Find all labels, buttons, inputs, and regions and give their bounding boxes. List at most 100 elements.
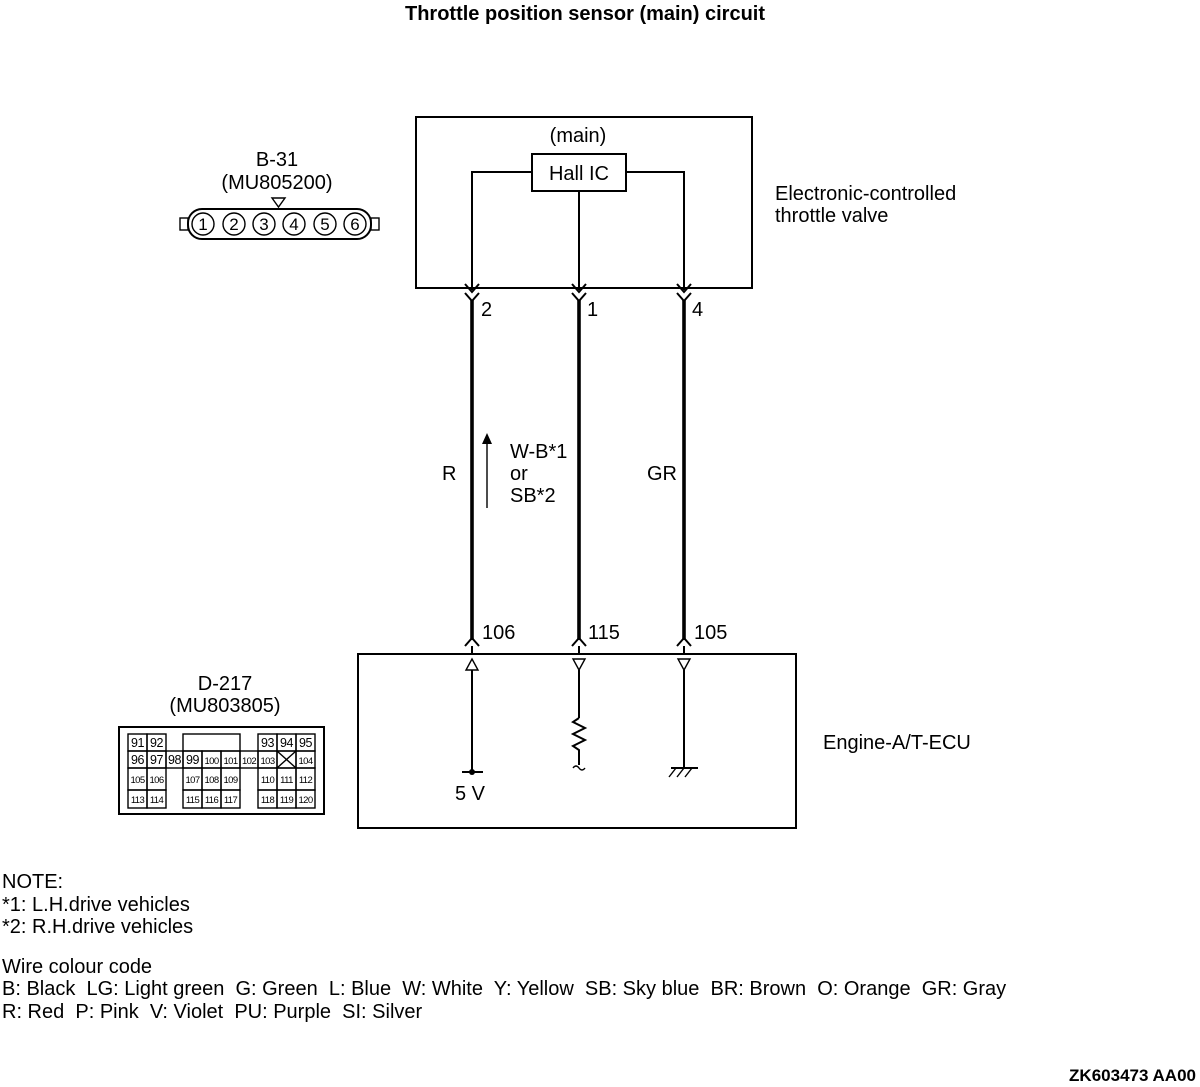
throttle-valve-label-line1: Electronic-controlled (775, 183, 956, 205)
connector-d217-pin-label: 97 (150, 753, 163, 767)
connector-d217-pin-label: 101 (223, 756, 237, 767)
diagram-title: Throttle position sensor (main) circuit (405, 3, 765, 25)
connector-d217-pin-label: 94 (280, 736, 293, 750)
ecu-supply-label: 5 V (455, 783, 486, 805)
connector-b31-pin-label: 6 (350, 215, 359, 234)
connector-d217-pin-label: 92 (150, 736, 163, 750)
connector-d217-pin-label: 107 (185, 775, 199, 786)
connector-d217-pin-label: 114 (150, 795, 164, 806)
terminal-top-label: 4 (692, 299, 703, 321)
connector-d217-pin-label: 120 (298, 795, 312, 806)
throttle-valve: (main) Hall IC Electronic-controlled thr… (415, 116, 956, 290)
terminal-chevron-icon (464, 636, 480, 647)
connector-d217-pin-label: 112 (299, 775, 313, 786)
connector-d217-pin-label: 102 (242, 756, 256, 767)
connector-b31-pin-label: 5 (320, 215, 329, 234)
throttle-valve-label-line2: throttle valve (775, 205, 888, 227)
connector-d217-pin-label: 110 (261, 775, 275, 786)
hall-ic-lead-right (626, 171, 685, 290)
connector-d217-pin-label: 93 (261, 736, 274, 750)
connector-d217-pin-label: 116 (205, 795, 219, 806)
notes: NOTE: *1: L.H.drive vehicles *2: R.H.dri… (2, 871, 193, 938)
connector-d217-pin-label: 117 (224, 795, 238, 806)
ecu-box (357, 653, 797, 829)
connector-b31-tab-right (370, 217, 380, 231)
connector-b31-pin-circle (343, 212, 367, 236)
connector-b31-tab-left (179, 217, 189, 231)
connector-b31-pin-label: 2 (229, 215, 238, 234)
terminal-chevron-icon (571, 636, 587, 647)
connector-d217-pin-label: 104 (298, 756, 312, 767)
connector-d217-part: (MU803805) (169, 695, 280, 717)
notes-heading: NOTE: (2, 871, 63, 893)
connector-b31-pin-circle (222, 212, 246, 236)
connector-d217-pin-label: 105 (130, 775, 144, 786)
connector-b31-pin-circle (191, 212, 215, 236)
connector-b31-pin-circle (313, 212, 337, 236)
connector-d217-pin-label: 91 (131, 736, 144, 750)
terminal-chevron-icon (464, 283, 480, 294)
connector-b31-pin-circle (282, 212, 306, 236)
wire-code-line1: B: Black LG: Light green G: Green L: Blu… (2, 978, 1006, 1000)
connector-b31-key-icon (270, 197, 287, 209)
resistor-end-icon (572, 765, 586, 771)
connector-d217-pin-label: 106 (149, 775, 163, 786)
input-triangle-icon (676, 658, 692, 672)
connector-d217-pin-label: 103 (260, 756, 274, 767)
hall-ic-label: Hall IC (549, 163, 609, 185)
supply-triangle-icon (464, 657, 480, 671)
terminal-top-label: 1 (587, 299, 598, 321)
connector-b31-pin-label: 1 (198, 215, 207, 234)
terminal-top-label: 2 (481, 299, 492, 321)
supply-terminal-icon (469, 769, 475, 775)
connector-d217-pin-label: 99 (186, 753, 199, 767)
wire-color-left: R (442, 463, 456, 485)
wire-color-right: GR (647, 463, 677, 485)
connector-d217-pin-label: 108 (204, 775, 218, 786)
input-triangle-icon (571, 658, 587, 672)
terminal-bottom-label: 106 (482, 622, 515, 644)
terminal-chevron-icon (571, 283, 587, 294)
throttle-valve-inner-label: (main) (550, 125, 607, 147)
connector-b31: B-31 (MU805200) 1 2 3 4 5 6 (179, 149, 380, 240)
connector-d217-pin-label: 113 (131, 795, 145, 806)
connector-d217-pin-label: 98 (168, 753, 181, 767)
terminal-chevron-icon (464, 292, 480, 303)
connector-b31-name: B-31 (256, 149, 298, 171)
wire-colour-code: Wire colour code B: Black LG: Light gree… (2, 956, 1006, 1023)
connector-d217-pin-label: 119 (280, 795, 294, 806)
connector-d217-name: D-217 (198, 673, 252, 695)
connector-b31-pin-circle (252, 212, 276, 236)
terminal-chevron-icon (571, 292, 587, 303)
ground-icon (668, 767, 698, 778)
wire-color-middle-line1: W-B*1 (510, 441, 567, 463)
connector-d217-pin-label: 95 (299, 736, 312, 750)
connector-d217: D-217 (MU803805) (118, 673, 325, 815)
connector-d217-pin-label: 118 (261, 795, 275, 806)
figure-code: ZK603473 AA00 (1069, 1066, 1196, 1085)
wire-color-middle-line3: SB*2 (510, 485, 556, 507)
hall-ic-lead-left (471, 171, 532, 290)
terminal-chevron-icon (676, 636, 692, 647)
connector-d217-pin-label: 96 (131, 753, 144, 767)
signal-direction-arrow-icon (482, 433, 492, 508)
notes-line2: *2: R.H.drive vehicles (2, 916, 193, 938)
resistor-icon (570, 717, 588, 765)
wire-code-line2: R: Red P: Pink V: Violet PU: Purple SI: … (2, 1001, 423, 1023)
connector-b31-pin-label: 3 (259, 215, 268, 234)
throttle-valve-box (415, 116, 753, 289)
connector-b31-pins: 1 2 3 4 5 6 (191, 212, 367, 236)
connector-d217-pin-label: 100 (204, 756, 218, 767)
connector-d217-pin-label: 111 (280, 775, 293, 786)
ecu-label: Engine-A/T-ECU (823, 732, 971, 754)
wire-code-heading: Wire colour code (2, 956, 152, 978)
ecu: 5 V Engine-A/T-ECU (357, 646, 971, 829)
connector-d217-pin-label: 115 (186, 795, 200, 806)
connector-b31-pin-label: 4 (289, 215, 298, 234)
connector-b31-part: (MU805200) (221, 172, 332, 194)
terminal-bottom-label: 105 (694, 622, 727, 644)
terminal-bottom-label: 115 (588, 622, 620, 644)
connector-d217-pin-label: 109 (223, 775, 237, 786)
terminal-chevron-icon (676, 292, 692, 303)
